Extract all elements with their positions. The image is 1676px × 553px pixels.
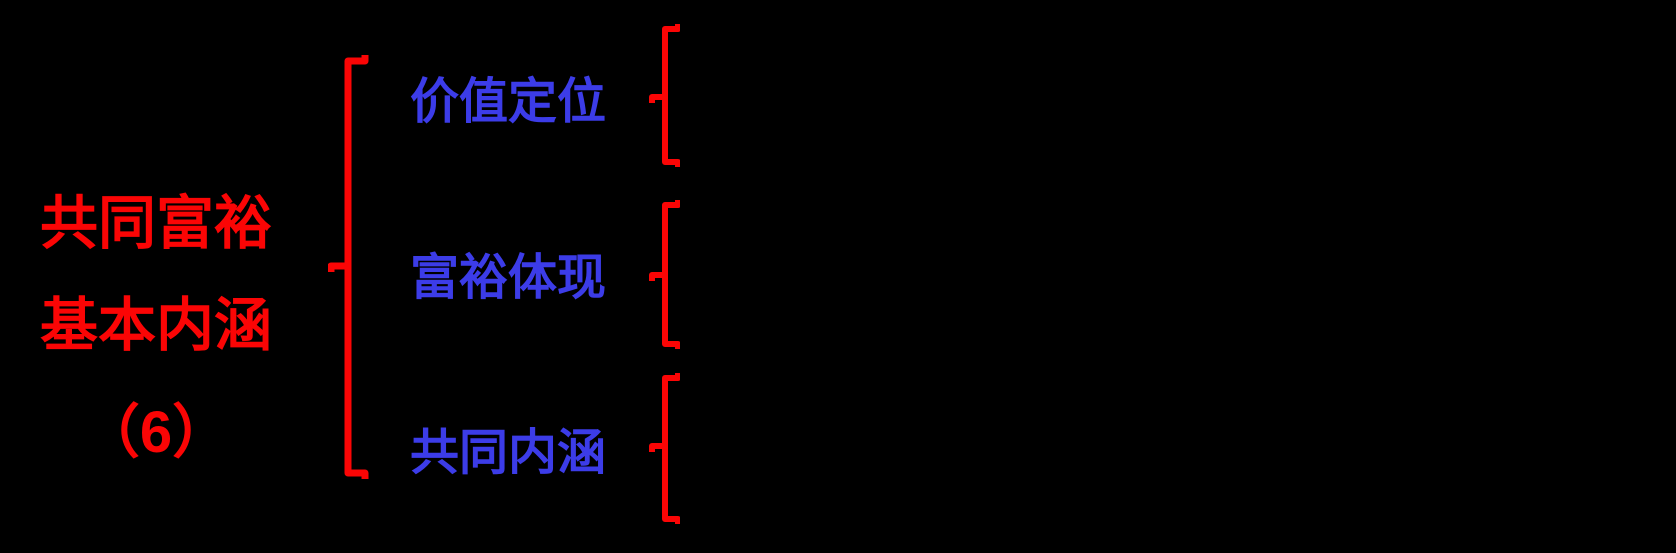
branch2-left-brace-icon [649, 200, 680, 349]
branch-content-common-connotation [700, 385, 1660, 505]
root-title-line-3: （6） [81, 400, 231, 465]
root-title-line-1: 共同富裕 [39, 191, 272, 256]
branch3-left-brace-icon [649, 373, 680, 524]
branch1-left-brace-icon [649, 24, 680, 167]
root-title-line-2: 基本内涵 [39, 293, 272, 358]
branch-label-wealth-manifestation: 富裕体现 [410, 251, 607, 305]
branch-content-wealth-manifestation [700, 210, 1660, 330]
main-left-brace-icon [328, 55, 369, 479]
branch-content-value-positioning [700, 30, 1660, 150]
branch-label-common-connotation: 共同内涵 [410, 426, 607, 480]
branch-label-value-positioning: 价值定位 [410, 75, 607, 129]
